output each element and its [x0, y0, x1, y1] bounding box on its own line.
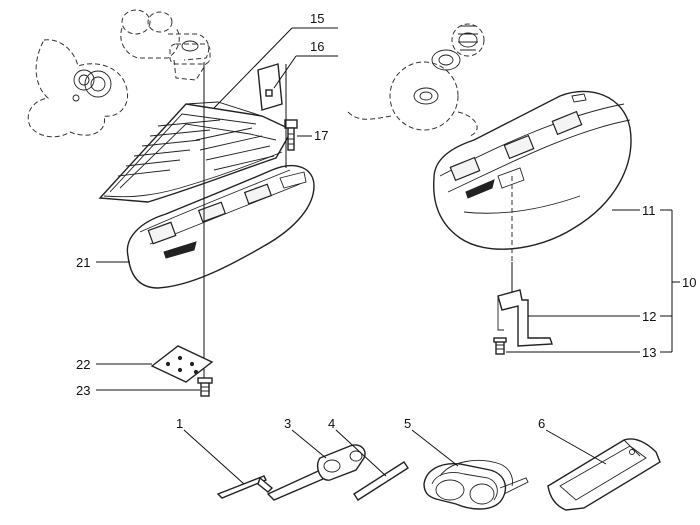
- callout-10: 10: [682, 275, 696, 290]
- callout-1: 1: [176, 416, 183, 431]
- callout-23: 23: [76, 383, 90, 398]
- callout-5: 5: [404, 416, 411, 431]
- callout-16: 16: [310, 39, 324, 54]
- bolt-23: [197, 377, 213, 397]
- three-blade-cutter: [27, 39, 128, 138]
- callout-21: 21: [76, 255, 90, 270]
- callout-22: 22: [76, 357, 90, 372]
- guard-11: [433, 90, 632, 250]
- tool-pouch: [547, 438, 661, 511]
- leader-lines: [96, 27, 680, 485]
- plate-22: [150, 345, 214, 383]
- tool-hex-key: [216, 475, 274, 499]
- callout-11: 11: [642, 203, 656, 218]
- callout-13: 13: [642, 345, 656, 360]
- bolt-13: [493, 337, 507, 355]
- tool-rod: [353, 461, 409, 501]
- bracket-12: [497, 289, 553, 347]
- tool-safety-goggles: [423, 459, 529, 510]
- nylon-cutter-head: [347, 23, 485, 137]
- callout-15: 15: [310, 11, 324, 26]
- callout-labels: 15 16 17 21 22 23 11 10 12 13 1 3 4 5 6: [76, 11, 696, 431]
- callout-12: 12: [642, 309, 656, 324]
- gearbox: [120, 9, 211, 81]
- bolt-17: [284, 119, 298, 151]
- tool-box-wrench: [266, 444, 366, 501]
- callout-17: 17: [314, 128, 328, 143]
- guard-21: [126, 165, 315, 289]
- callout-3: 3: [284, 416, 291, 431]
- plate-16: [257, 63, 283, 111]
- callout-4: 4: [328, 416, 335, 431]
- callout-6: 6: [538, 416, 545, 431]
